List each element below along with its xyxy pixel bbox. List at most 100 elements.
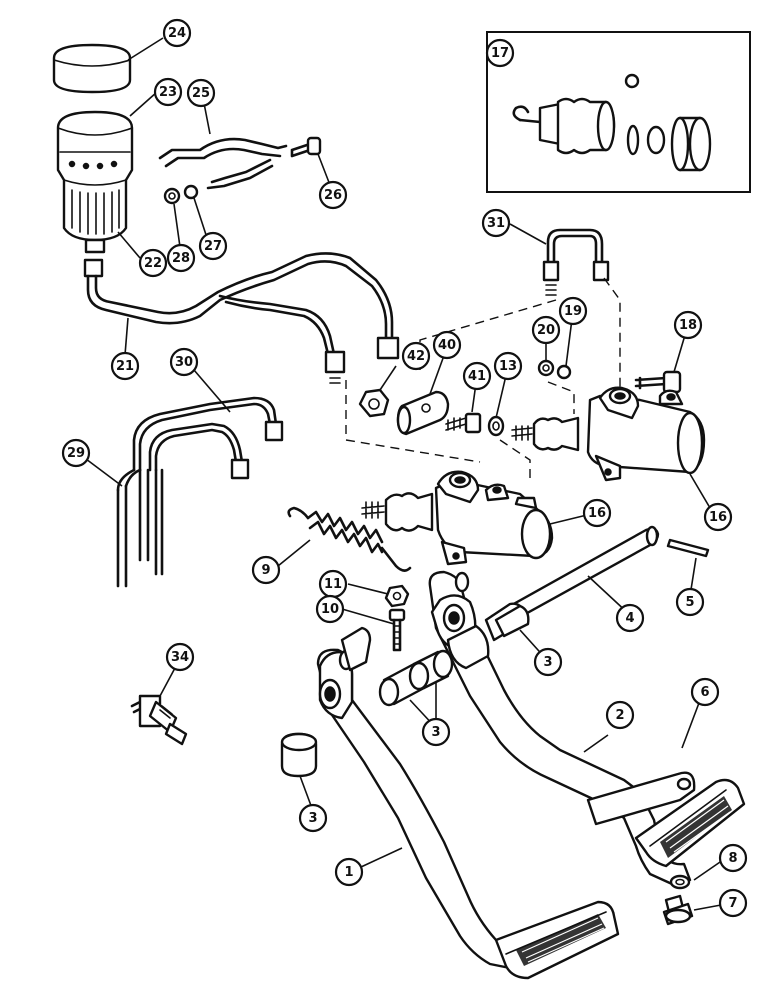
washer-8 xyxy=(669,874,691,890)
callout-number: 23 xyxy=(159,85,177,100)
callout-number: 41 xyxy=(468,369,486,384)
nut-28 xyxy=(163,187,181,205)
reservoir-cap xyxy=(52,43,132,94)
callout-c29: 29 xyxy=(61,438,91,468)
callout-number: 26 xyxy=(324,188,342,203)
callout-number: 11 xyxy=(324,577,342,592)
callout-c24: 24 xyxy=(162,18,192,48)
callout-c3b: 3 xyxy=(421,717,451,747)
callout-number: 34 xyxy=(171,650,189,665)
stop-light-switch xyxy=(130,694,188,746)
bolt-26 xyxy=(290,136,322,158)
callout-number: 2 xyxy=(615,708,624,723)
bolt-18 xyxy=(634,370,682,394)
callout-circle xyxy=(334,857,364,887)
callout-number: 9 xyxy=(261,563,270,578)
callout-number: 3 xyxy=(308,811,317,826)
assembly-guidelines xyxy=(345,277,621,478)
callout-circle xyxy=(675,587,705,617)
callout-circle xyxy=(582,498,612,528)
callout-number: 28 xyxy=(172,251,190,266)
callout-number: 31 xyxy=(487,216,505,231)
callout-number: 21 xyxy=(116,359,134,374)
pedal-stop-bracket xyxy=(586,771,696,826)
callout-c22: 22 xyxy=(138,248,168,278)
callout-c28: 28 xyxy=(166,243,196,273)
callout-circle xyxy=(198,231,228,261)
pin-5 xyxy=(666,538,710,558)
callout-number: 40 xyxy=(438,338,456,353)
callout-number: 6 xyxy=(700,685,709,700)
callout-c1: 1 xyxy=(334,857,364,887)
callout-circle xyxy=(315,594,345,624)
callout-c26: 26 xyxy=(318,180,348,210)
callout-c7: 7 xyxy=(718,888,748,918)
callout-number: 22 xyxy=(144,256,162,271)
pipe-29 xyxy=(116,468,164,588)
leader-lines xyxy=(85,37,724,911)
callout-c16b: 16 xyxy=(703,502,733,532)
callout-circle xyxy=(533,647,563,677)
callout-c17: 17 xyxy=(485,38,515,68)
callout-circle xyxy=(166,243,196,273)
pipe-31 xyxy=(542,228,610,296)
callout-circle xyxy=(673,310,703,340)
callout-number: 3 xyxy=(431,725,440,740)
callout-circle xyxy=(421,717,451,747)
mounting-clip xyxy=(158,137,288,190)
callout-c42: 42 xyxy=(401,341,431,371)
callout-circle xyxy=(251,555,281,585)
callout-c41: 41 xyxy=(462,361,492,391)
bushing-3-upper xyxy=(494,604,530,638)
pedal-tread-left xyxy=(516,914,606,966)
callout-number: 7 xyxy=(728,896,737,911)
callout-circle xyxy=(718,888,748,918)
callout-c6: 6 xyxy=(690,677,720,707)
callout-circle xyxy=(61,438,91,468)
washer-27 xyxy=(183,184,199,200)
callout-c25: 25 xyxy=(186,78,216,108)
callout-c18: 18 xyxy=(673,310,703,340)
callout-number: 16 xyxy=(709,510,727,525)
return-spring xyxy=(287,506,412,572)
callout-number: 17 xyxy=(491,46,509,61)
callout-c23: 23 xyxy=(153,77,183,107)
nut-20 xyxy=(537,359,555,377)
callout-c10: 10 xyxy=(315,594,345,624)
callout-number: 27 xyxy=(204,239,222,254)
callout-circle xyxy=(558,296,588,326)
callout-c2: 2 xyxy=(605,700,635,730)
bolt-7 xyxy=(662,894,694,926)
callout-number: 8 xyxy=(728,851,737,866)
callout-circle xyxy=(162,18,192,48)
callout-c21: 21 xyxy=(110,351,140,381)
callout-number: 30 xyxy=(175,355,193,370)
callout-circle xyxy=(485,38,515,68)
callout-c13: 13 xyxy=(493,351,523,381)
callout-circle xyxy=(165,642,195,672)
callout-circle xyxy=(462,361,492,391)
callout-number: 20 xyxy=(537,323,555,338)
callout-number: 3 xyxy=(543,655,552,670)
callout-number: 19 xyxy=(564,304,582,319)
callout-c20: 20 xyxy=(531,315,561,345)
callout-circle xyxy=(493,351,523,381)
callout-c40: 40 xyxy=(432,330,462,360)
pipe-30 xyxy=(132,396,284,480)
callout-number: 5 xyxy=(685,595,694,610)
banjo-bolt-41 xyxy=(445,412,482,434)
callout-circle xyxy=(298,803,328,833)
callout-circle xyxy=(531,315,561,345)
callout-number: 29 xyxy=(67,446,85,461)
pipe-21 xyxy=(83,252,400,384)
callout-c31: 31 xyxy=(481,208,511,238)
repair-kit-box xyxy=(486,31,751,193)
callout-circle xyxy=(690,677,720,707)
callout-number: 24 xyxy=(168,26,186,41)
callout-circle xyxy=(615,603,645,633)
callout-c27: 27 xyxy=(198,231,228,261)
callout-c19: 19 xyxy=(558,296,588,326)
callout-c16a: 16 xyxy=(582,498,612,528)
